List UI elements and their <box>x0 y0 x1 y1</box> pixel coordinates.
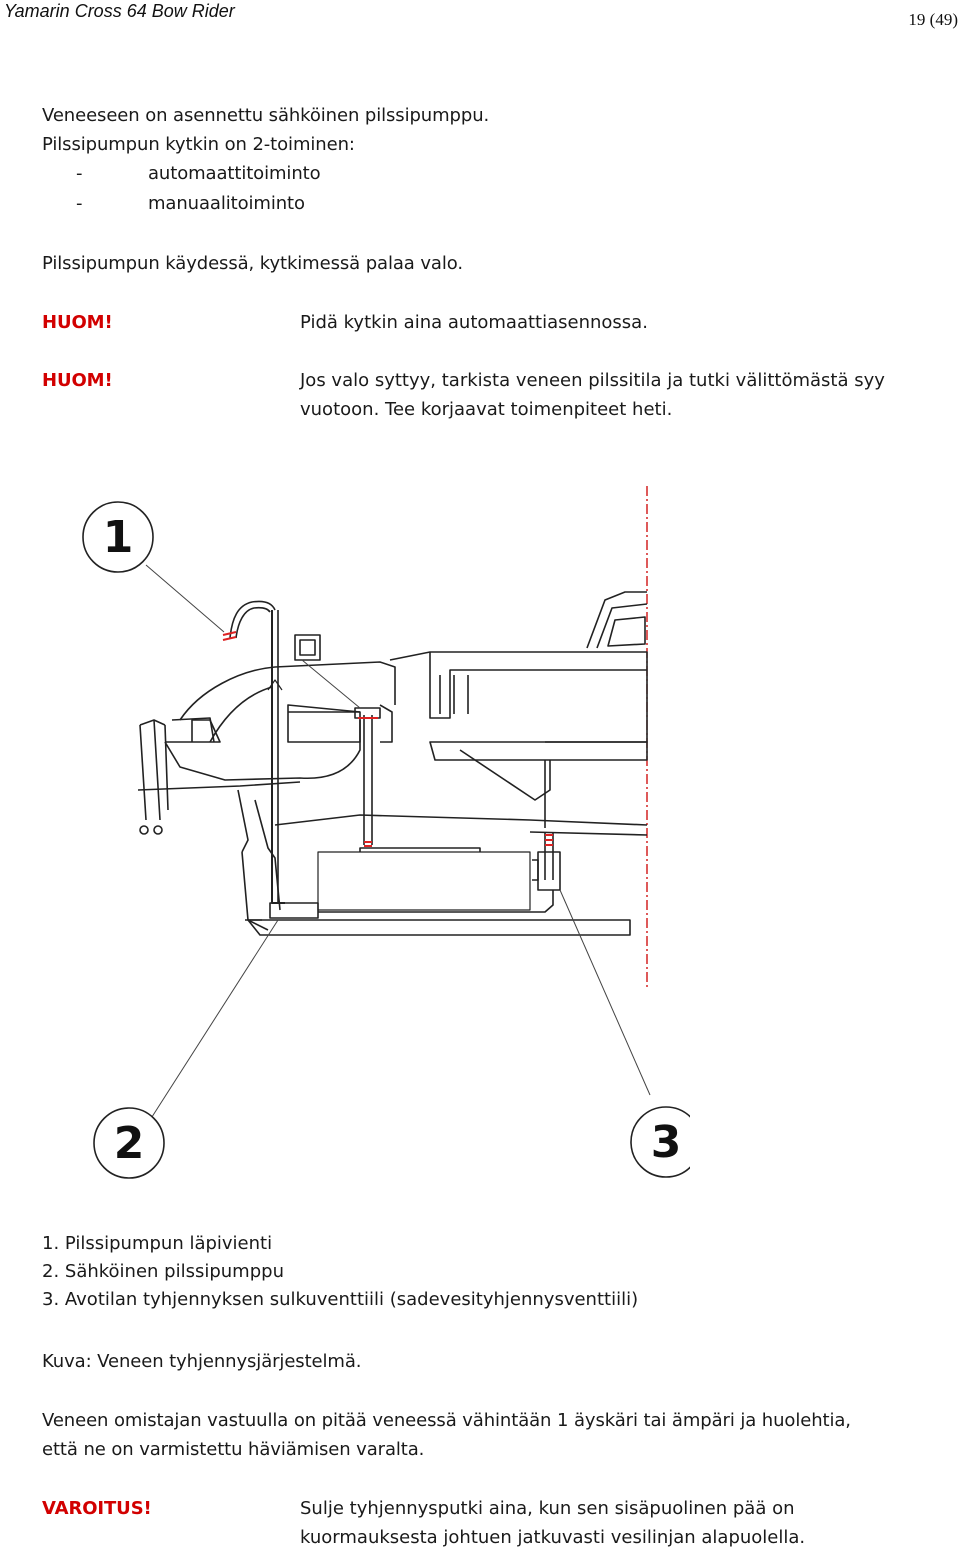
mode-item: -automaattitoiminto <box>76 163 321 184</box>
owner-note-line-2: että ne on varmistettu häviämisen varalt… <box>42 1439 425 1460</box>
note-text: Jos valo syttyy, tarkista veneen pilssit… <box>300 370 885 391</box>
bilge-tank <box>317 851 531 911</box>
callout-3: 3 <box>630 1106 690 1178</box>
intro-line-2: Pilssipumpun kytkin on 2-toiminen: <box>42 134 355 155</box>
warning-text: Sulje tyhjennysputki aina, kun sen sisäp… <box>300 1498 795 1519</box>
note-text: vuotoon. Tee korjaavat toimenpiteet heti… <box>300 399 673 420</box>
legend-item: 3. Avotilan tyhjennyksen sulkuventtiili … <box>42 1289 639 1310</box>
console-upper <box>389 651 648 743</box>
document-title: Yamarin Cross 64 Bow Rider <box>4 1 235 21</box>
bilge-pump-body <box>269 902 319 919</box>
legend-item: 2. Sähköinen pilssipumppu <box>42 1261 284 1282</box>
callout-2: 2 <box>93 1107 165 1179</box>
svg-text:1: 1 <box>103 512 134 563</box>
figure-caption: Kuva: Veneen tyhjennysjärjestelmä. <box>42 1351 362 1372</box>
leader-2 <box>149 919 279 1121</box>
note-text: Pidä kytkin aina automaattiasennossa. <box>300 312 648 333</box>
leader-1 <box>145 564 225 633</box>
warning-label: VAROITUS! <box>42 1498 152 1519</box>
svg-text:3: 3 <box>651 1117 682 1168</box>
windshield <box>586 591 647 649</box>
intro-line-1: Veneeseen on asennettu sähköinen pilssip… <box>42 105 490 126</box>
legend-item: 1. Pilssipumpun läpivienti <box>42 1233 273 1254</box>
mode-item: -manuaalitoiminto <box>76 193 305 214</box>
diagram-legend: 1. Pilssipumpun läpivienti 2. Sähköinen … <box>42 1230 638 1314</box>
note-label: HUOM! <box>42 370 113 391</box>
owner-note-line-1: Veneen omistajan vastuulla on pitää vene… <box>42 1410 851 1431</box>
svg-text:2: 2 <box>114 1118 145 1169</box>
leader-3 <box>559 889 651 1096</box>
warning-text: kuormauksesta johtuen jatkuvasti vesilin… <box>300 1527 806 1548</box>
page-number: 19 (49) <box>908 10 958 29</box>
note-label: HUOM! <box>42 312 113 333</box>
pump-switch <box>294 634 321 661</box>
intro-line-3: Pilssipumpun käydessä, kytkimessä palaa … <box>42 253 463 274</box>
callout-1: 1 <box>82 501 154 573</box>
bilge-system-diagram: 1 2 3 <box>82 486 690 1179</box>
